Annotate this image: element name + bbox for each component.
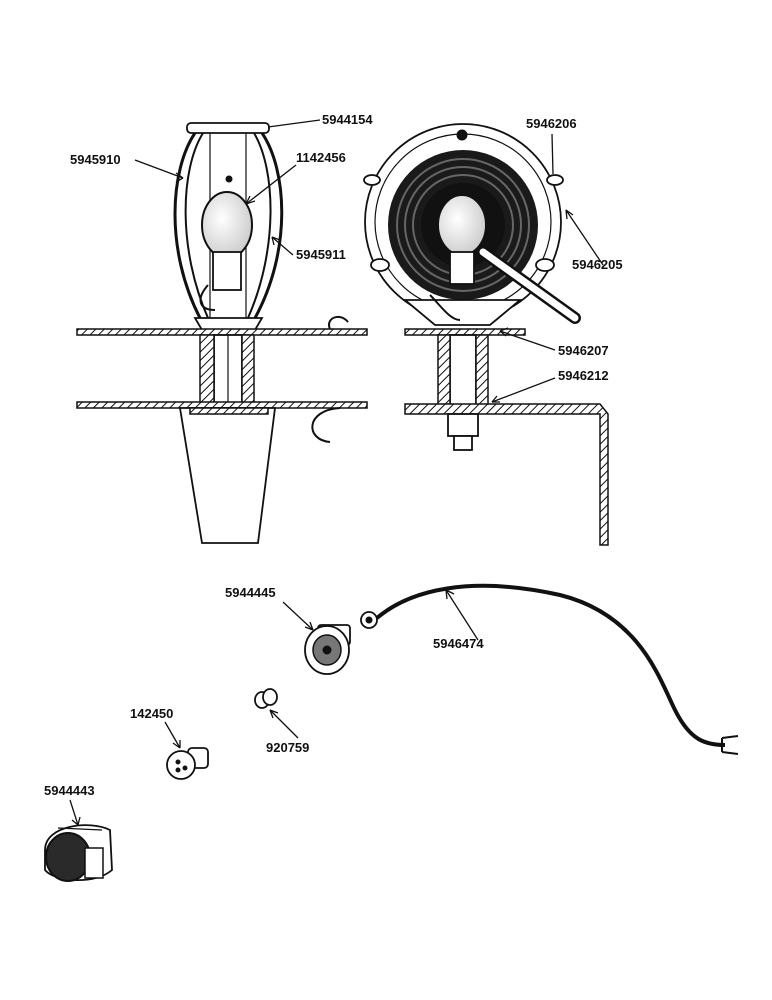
label-5944154: 5944154 [322, 112, 373, 127]
body-bracket [404, 403, 609, 546]
socket-housing [304, 624, 351, 675]
label-5945911: 5945911 [296, 247, 346, 262]
guard-right [253, 132, 284, 319]
spring-clip [254, 688, 278, 709]
label-1142456: 1142456 [296, 150, 346, 165]
label-5945910: 5945910 [70, 152, 121, 167]
label-5946474: 5946474 [433, 636, 484, 651]
label-5944445: 5944445 [225, 585, 276, 600]
top-cap [186, 122, 270, 134]
label-5946206: 5946206 [526, 116, 577, 131]
front-view-lamp [363, 123, 609, 546]
front-bulb [437, 194, 487, 256]
bulb-socket [212, 251, 242, 291]
lens-cap [44, 824, 113, 882]
wire-lead [360, 583, 739, 755]
small-bulb [166, 747, 209, 780]
leader-lines [69, 119, 604, 826]
part-labels: 5944154 1142456 5945910 5945911 5946206 … [44, 112, 623, 798]
label-5946205: 5946205 [572, 257, 623, 272]
bulb [201, 191, 253, 259]
guard-left [173, 132, 202, 319]
cone-stand [178, 407, 277, 544]
label-142450: 142450 [130, 706, 173, 721]
label-5944443: 5944443 [44, 783, 95, 798]
side-view-lamp [76, 122, 368, 544]
label-5946207: 5946207 [558, 343, 609, 358]
label-5946212: 5946212 [558, 368, 609, 383]
label-920759: 920759 [266, 740, 309, 755]
